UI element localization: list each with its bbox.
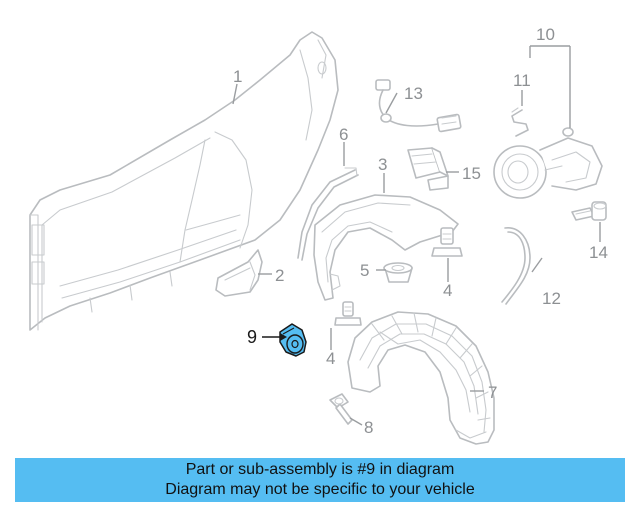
- part-13-wire-harness: [375, 79, 462, 133]
- part-14-bolt: [571, 201, 607, 221]
- callout-2: 2: [275, 266, 284, 285]
- part-8-screw: [329, 393, 353, 425]
- parts-diagram: 1 2 3 4 4 5 6 7 8 9 10 11 12 13 14 15: [29, 25, 608, 445]
- part-9-highlighted: [279, 323, 307, 357]
- part-12-hose: [501, 227, 531, 305]
- callout-15: 15: [462, 164, 481, 183]
- part-15-connector: [407, 147, 449, 191]
- callout-7: 7: [488, 383, 497, 402]
- part-6-molding: [297, 167, 359, 261]
- callout-11: 11: [513, 71, 531, 90]
- callout-5: 5: [360, 261, 369, 280]
- callout-6: 6: [339, 125, 348, 144]
- info-banner: Part or sub-assembly is #9 in diagram Di…: [15, 458, 625, 502]
- part-1-body-side-panel: [29, 31, 339, 331]
- leader-arrow-9: [280, 333, 287, 341]
- part-3-fender: [313, 194, 459, 301]
- leader-lines: [232, 45, 601, 426]
- callout-1: 1: [233, 67, 242, 86]
- callout-3: 3: [378, 155, 387, 174]
- callout-9: 9: [247, 327, 257, 347]
- banner-line-2: Diagram may not be specific to your vehi…: [165, 481, 475, 498]
- callout-10: 10: [536, 25, 555, 44]
- part-5-push-pin: [383, 262, 413, 283]
- part-11-badge: [511, 107, 529, 137]
- callout-12: 12: [542, 289, 561, 308]
- callout-13: 13: [404, 84, 423, 103]
- part-2-bracket: [215, 249, 263, 297]
- part-4-bolt-lower: [334, 301, 362, 326]
- callout-14: 14: [589, 243, 608, 262]
- part-10-fuel-door: [493, 127, 603, 199]
- part-7-wheelhouse-liner: [347, 311, 495, 445]
- callout-4-lower: 4: [326, 349, 335, 368]
- part-4-bolt-upper: [431, 227, 463, 257]
- callout-4-upper: 4: [443, 281, 452, 300]
- callout-8: 8: [364, 418, 373, 437]
- banner-line-1: Part or sub-assembly is #9 in diagram: [185, 461, 455, 478]
